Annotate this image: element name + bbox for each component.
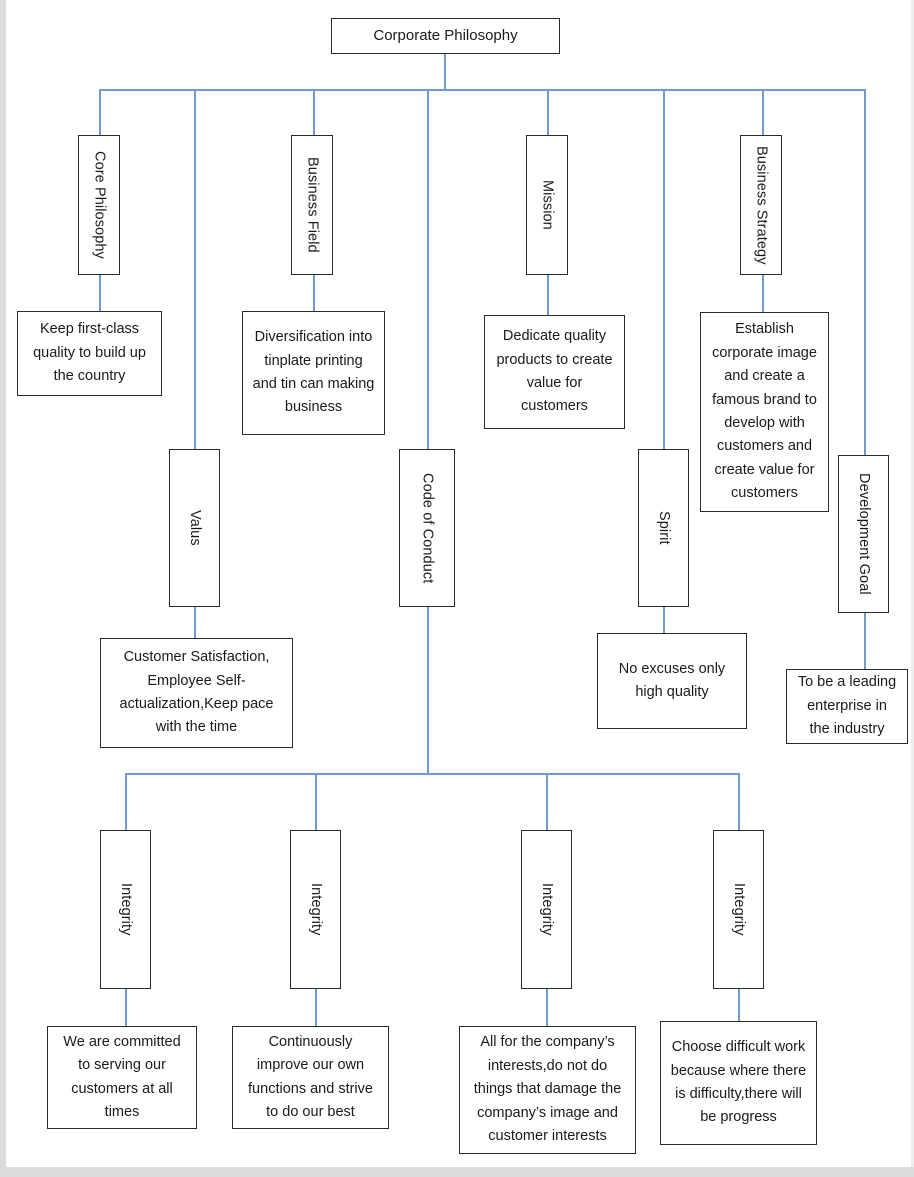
- node-mission[interactable]: Mission: [526, 135, 568, 275]
- connector-drop-integrity-4: [738, 773, 740, 830]
- node-integrity-1-detail[interactable]: We are committed to serving our customer…: [47, 1026, 197, 1129]
- node-label: Integrity: [307, 883, 324, 936]
- node-label: We are committed to serving our customer…: [63, 1033, 181, 1120]
- connector-drop-integrity-3: [546, 773, 548, 830]
- connector-business-field-to-detail: [313, 274, 315, 312]
- node-business-field[interactable]: Business Field: [291, 135, 333, 275]
- node-label: Corporate Philosophy: [373, 26, 518, 44]
- node-business-strategy[interactable]: Business Strategy: [740, 135, 782, 275]
- connector-drop-valus: [194, 89, 196, 449]
- node-development-goal[interactable]: Development Goal: [838, 455, 889, 613]
- node-mission-detail[interactable]: Dedicate quality products to create valu…: [484, 315, 625, 429]
- connector-business-strategy-to-detail: [762, 274, 764, 312]
- node-label: Keep first-class quality to build up the…: [33, 321, 146, 385]
- connector-drop-mission: [547, 89, 549, 135]
- node-label: Integrity: [538, 883, 555, 936]
- connector-drop-core-philosophy: [99, 89, 101, 135]
- node-label: Business Strategy: [753, 145, 770, 265]
- node-label: Business Field: [304, 157, 321, 253]
- connector-core-philosophy-to-detail: [99, 274, 101, 312]
- node-valus-detail[interactable]: Customer Satisfaction, Employee Self-act…: [100, 638, 293, 748]
- connector-integrity-2-to-detail: [315, 989, 317, 1026]
- page-gutter-left: [0, 0, 6, 1177]
- node-label: Integrity: [117, 883, 134, 936]
- node-label: Mission: [539, 180, 556, 230]
- node-label: Establish corporate image and create a f…: [712, 321, 817, 502]
- node-valus[interactable]: Valus: [169, 449, 220, 607]
- connector-trunk-level3: [125, 773, 739, 775]
- node-label: Core Philosophy: [91, 151, 108, 259]
- node-label: To be a leading enterprise in the indust…: [797, 674, 897, 738]
- node-integrity-4-detail[interactable]: Choose difficult work because where ther…: [660, 1021, 817, 1145]
- connector-drop-integrity-1: [125, 773, 127, 830]
- connector-drop-business-field: [313, 89, 315, 135]
- connector-development-goal-to-detail: [864, 613, 866, 669]
- node-label: Diversification into tinplate printing a…: [252, 329, 375, 416]
- page-gutter-bottom: [0, 1167, 914, 1177]
- connector-drop-business-strategy: [762, 89, 764, 135]
- node-label: No excuses only high quality: [618, 660, 726, 700]
- connector-integrity-1-to-detail: [125, 989, 127, 1026]
- connector-valus-to-detail: [194, 607, 196, 638]
- node-integrity-4[interactable]: Integrity: [713, 830, 764, 989]
- connector-trunk-level1: [99, 89, 865, 91]
- node-corporate-philosophy[interactable]: Corporate Philosophy: [331, 18, 560, 54]
- node-label: Integrity: [730, 883, 747, 936]
- node-label: Continuously improve our own functions a…: [248, 1033, 373, 1120]
- node-spirit-detail[interactable]: No excuses only high quality: [597, 633, 747, 729]
- node-development-goal-detail[interactable]: To be a leading enterprise in the indust…: [786, 669, 908, 744]
- node-label: Code of Conduct: [419, 472, 436, 584]
- node-integrity-1[interactable]: Integrity: [100, 830, 151, 989]
- connector-mission-to-detail: [547, 274, 549, 315]
- node-business-field-detail[interactable]: Diversification into tinplate printing a…: [242, 311, 385, 435]
- node-label: Dedicate quality products to create valu…: [496, 328, 613, 415]
- node-spirit[interactable]: Spirit: [638, 449, 689, 607]
- node-integrity-3[interactable]: Integrity: [521, 830, 572, 989]
- connector-drop-code-of-conduct: [427, 89, 429, 449]
- node-core-philosophy[interactable]: Core Philosophy: [78, 135, 120, 275]
- node-label: Valus: [186, 510, 203, 546]
- connector-drop-spirit: [663, 89, 665, 449]
- connector-integrity-4-to-detail: [738, 989, 740, 1021]
- node-label: Customer Satisfaction, Employee Self-act…: [119, 649, 274, 736]
- connector-drop-integrity-2: [315, 773, 317, 830]
- node-label: Choose difficult work because where ther…: [670, 1039, 807, 1126]
- connector-root-stem: [444, 53, 446, 90]
- node-label: All for the company’s interests,do not d…: [473, 1034, 622, 1145]
- node-integrity-2-detail[interactable]: Continuously improve our own functions a…: [232, 1026, 389, 1129]
- node-integrity-3-detail[interactable]: All for the company’s interests,do not d…: [459, 1026, 636, 1154]
- connector-spirit-to-detail: [663, 607, 665, 633]
- node-integrity-2[interactable]: Integrity: [290, 830, 341, 989]
- connector-integrity-3-to-detail: [546, 989, 548, 1026]
- node-label: Development Goal: [855, 473, 872, 595]
- node-label: Spirit: [655, 511, 672, 545]
- connector-drop-development-goal: [864, 89, 866, 455]
- node-business-strategy-detail[interactable]: Establish corporate image and create a f…: [700, 312, 829, 512]
- node-code-of-conduct[interactable]: Code of Conduct: [399, 449, 455, 607]
- node-core-philosophy-detail[interactable]: Keep first-class quality to build up the…: [17, 311, 162, 396]
- connector-code-of-conduct-stem: [427, 607, 429, 774]
- page-gutter-right: [911, 0, 914, 1177]
